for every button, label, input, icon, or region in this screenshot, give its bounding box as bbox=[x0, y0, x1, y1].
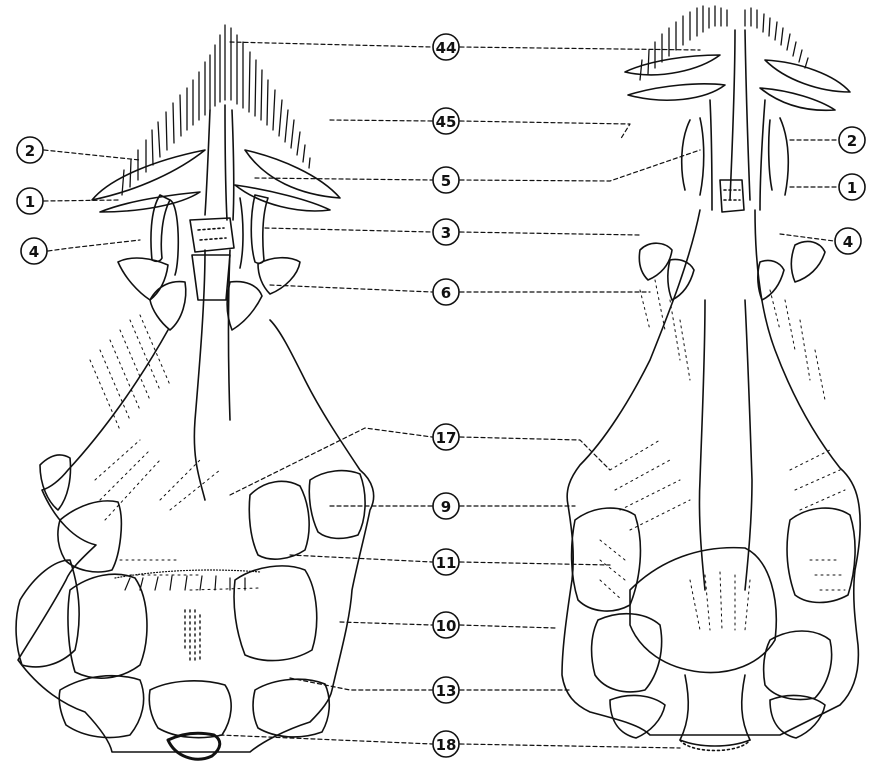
label-right-4: 4 bbox=[843, 233, 853, 251]
right-bristles bbox=[640, 6, 808, 80]
label-18: 18 bbox=[436, 736, 457, 754]
label-5: 5 bbox=[441, 172, 451, 190]
right-skull bbox=[562, 6, 860, 751]
label-10: 10 bbox=[436, 617, 457, 635]
label-9: 9 bbox=[441, 498, 451, 516]
label-45: 45 bbox=[436, 113, 457, 131]
label-3: 3 bbox=[441, 224, 451, 242]
label-left-2: 2 bbox=[25, 142, 35, 160]
left-skull-outline bbox=[18, 320, 374, 752]
label-left-4: 4 bbox=[29, 243, 39, 261]
label-13: 13 bbox=[436, 682, 457, 700]
label-17: 17 bbox=[436, 429, 457, 447]
leader-lines bbox=[44, 42, 838, 748]
left-skull bbox=[16, 25, 374, 759]
label-right-1: 1 bbox=[847, 179, 857, 197]
label-11: 11 bbox=[436, 554, 457, 572]
right-skull-outline bbox=[562, 210, 860, 735]
label-44: 44 bbox=[436, 39, 457, 57]
label-6: 6 bbox=[441, 284, 451, 302]
left-bristles bbox=[122, 25, 310, 195]
right-textures bbox=[600, 280, 845, 630]
label-left-1: 1 bbox=[25, 193, 35, 211]
label-right-2: 2 bbox=[847, 132, 857, 150]
